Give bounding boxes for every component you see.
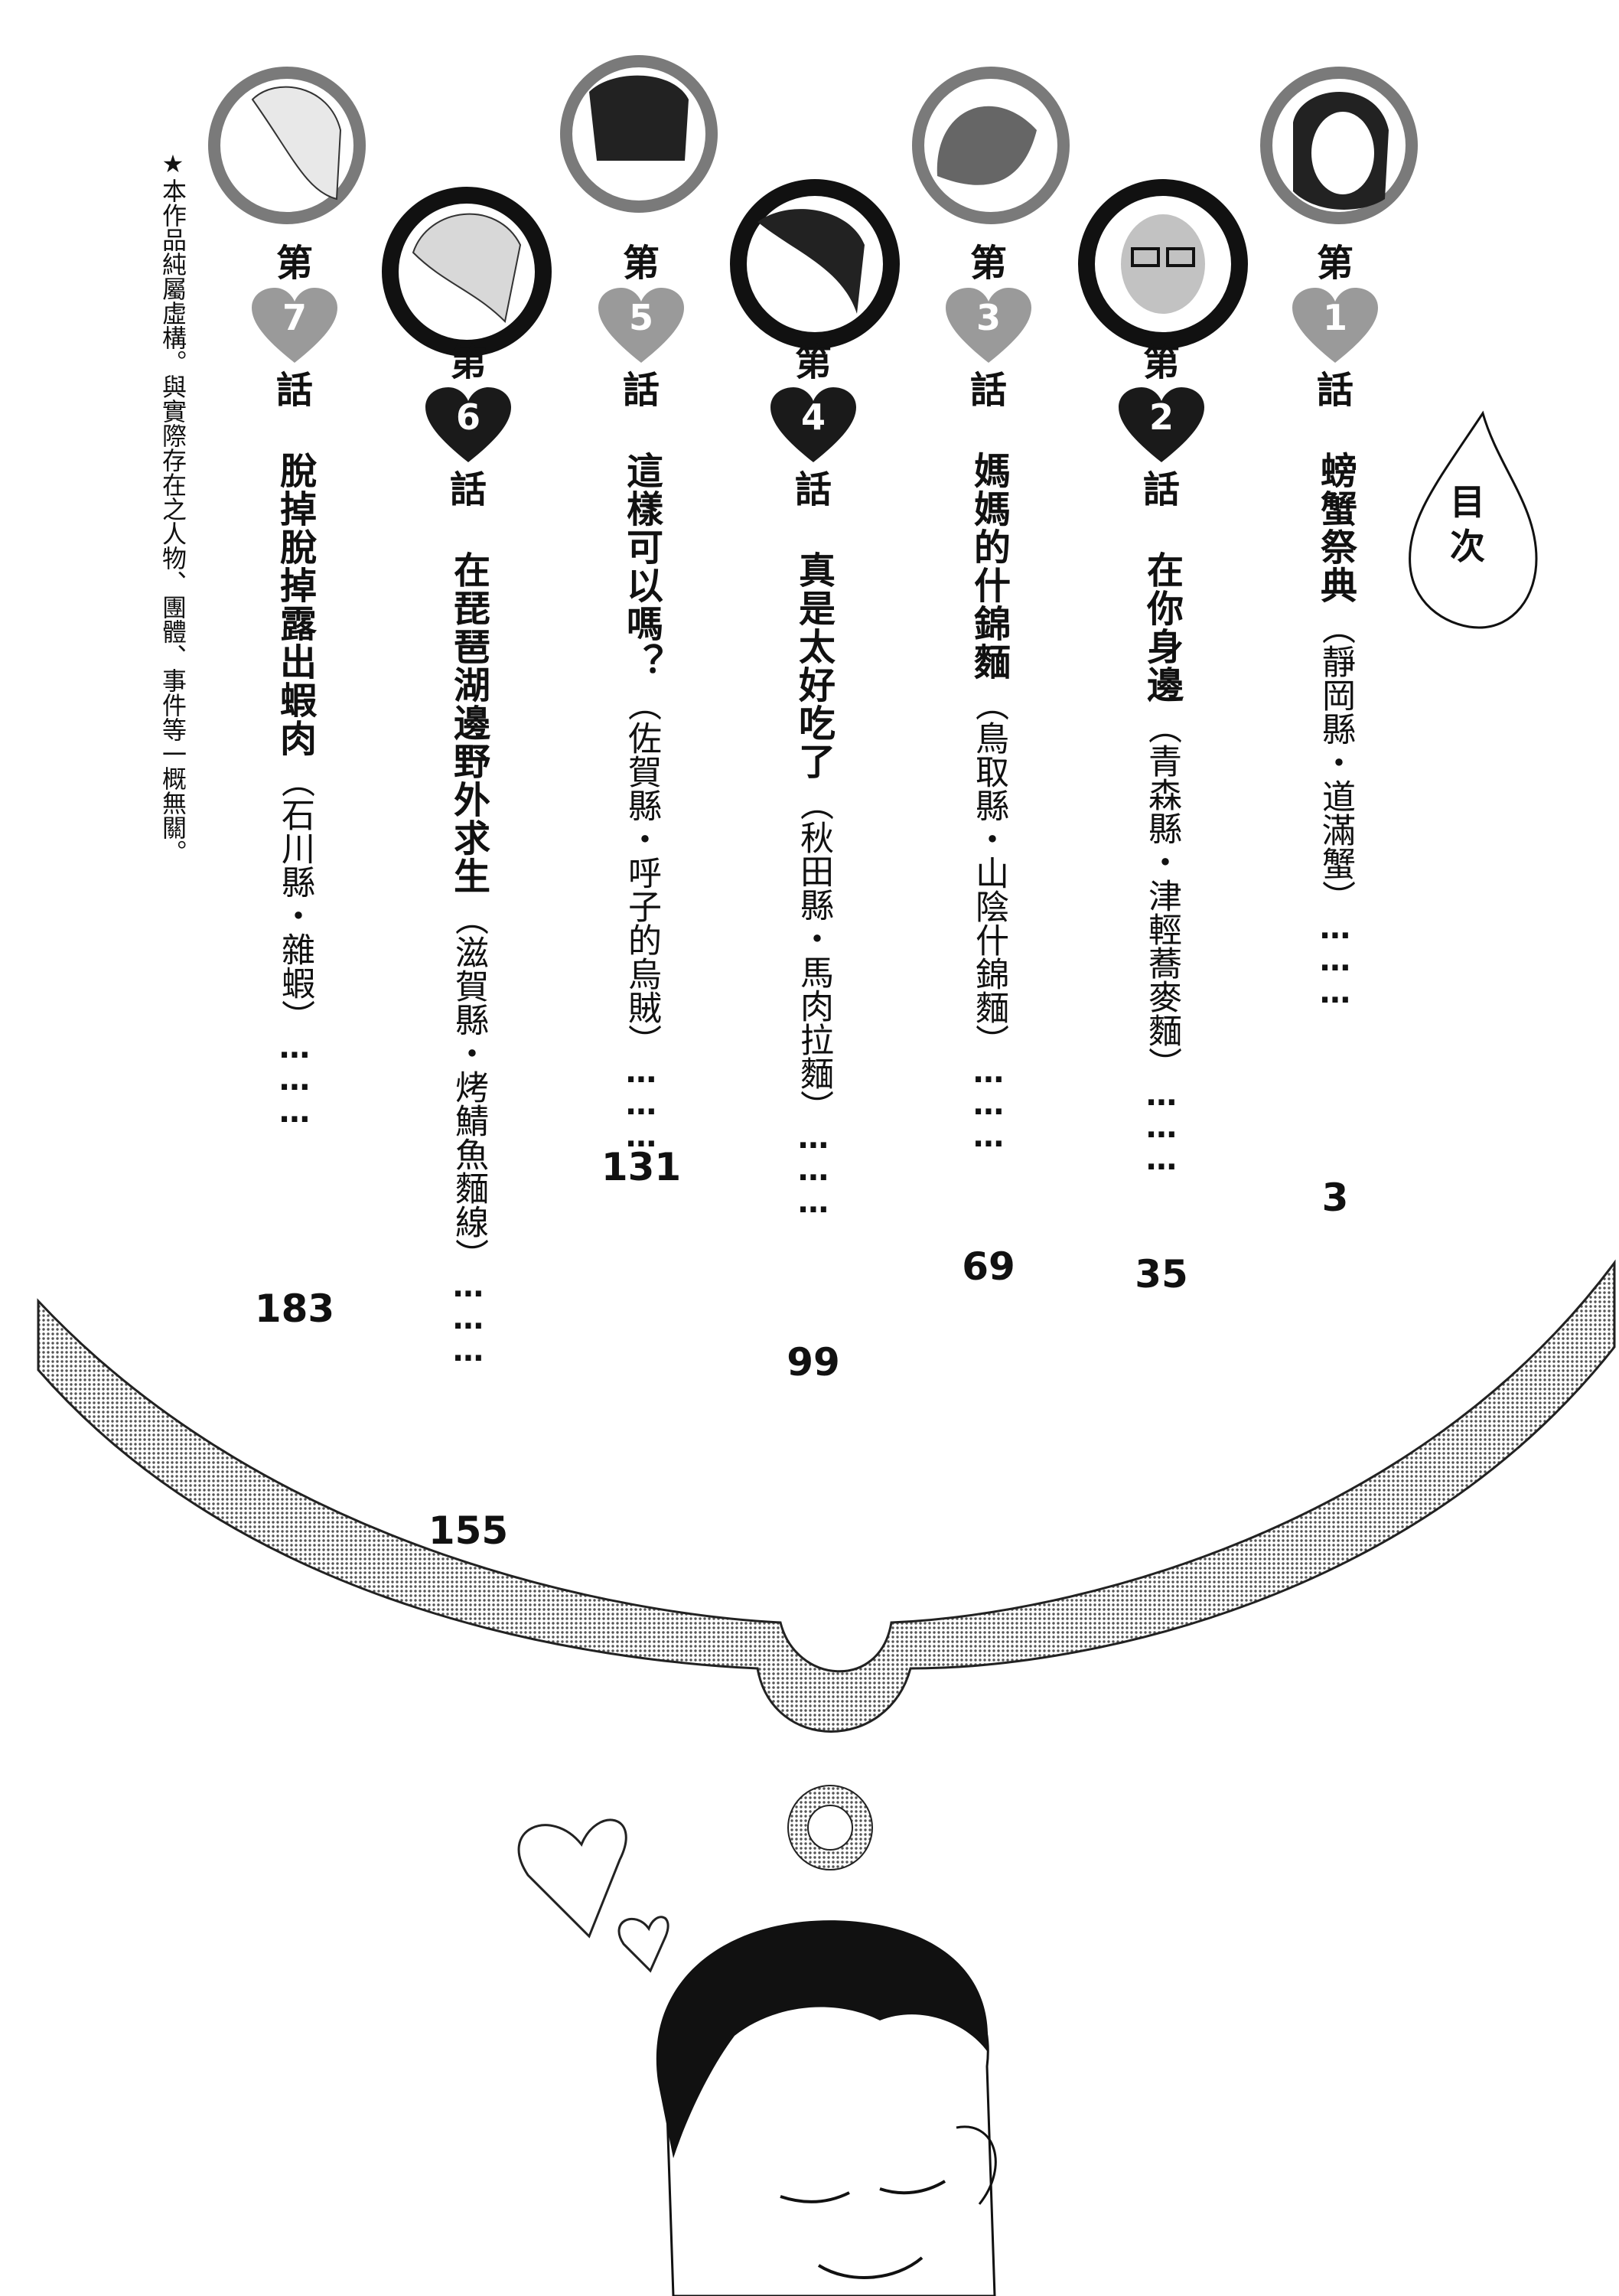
chapter-1-label: 第 1 話 <box>1289 245 1381 409</box>
chapter-prefix: 第 <box>1142 341 1180 384</box>
chapter-suffix: 話 <box>969 369 1007 412</box>
leader-dots: ⋯⋯⋯ <box>971 1062 1006 1159</box>
chapter-title: 這樣可以嗎？ <box>620 452 663 681</box>
thought-bubble-icon <box>37 1259 1616 1733</box>
portrait-icon <box>1078 179 1248 349</box>
chapter-prefix: 第 <box>275 242 313 285</box>
chapter-3-page: 69 <box>962 1244 1015 1289</box>
chapter-title: 螃蟹祭典 <box>1314 452 1357 605</box>
chapter-suffix: 話 <box>1316 369 1354 412</box>
chapter-7-label: 第 7 話 <box>249 245 340 409</box>
chapter-1-entry[interactable]: 螃蟹祭典 （靜岡縣・道滿蟹） ⋯⋯⋯ <box>1314 452 1357 1015</box>
portrait-icon <box>560 55 718 213</box>
chapter-subtitle: （佐賀縣・呼子的烏賊） <box>622 687 661 1058</box>
heart-number-icon: 5 <box>597 286 686 366</box>
heart-number-icon: 6 <box>424 386 513 465</box>
small-heart-icon <box>617 1916 669 1973</box>
portrait-icon <box>912 67 1070 224</box>
chapter-subtitle: （鳥取縣・山陰什錦麵） <box>969 687 1008 1058</box>
chapter-2-entry[interactable]: 在你身邊 （青森縣・津輕蕎麥麵） ⋯⋯⋯ <box>1140 551 1183 1182</box>
chapter-suffix: 話 <box>449 468 487 511</box>
leader-dots: ⋯⋯⋯ <box>1144 1085 1179 1182</box>
leader-dots: ⋯⋯⋯ <box>796 1128 831 1225</box>
chapter-prefix: 第 <box>969 242 1007 285</box>
bubble-circle-icon <box>788 1786 872 1870</box>
chapter-subtitle: （秋田縣・馬肉拉麵） <box>794 787 833 1124</box>
droplet-heading-icon <box>1409 410 1538 629</box>
small-heart-icon <box>517 1818 627 1939</box>
portraits <box>208 55 1418 357</box>
chapter-suffix: 話 <box>794 468 832 511</box>
leader-dots: ⋯⋯⋯ <box>624 1062 659 1159</box>
chapter-title: 真是太好吃了 <box>792 551 835 781</box>
chapter-7-page: 183 <box>254 1287 335 1331</box>
chapter-suffix: 話 <box>275 369 313 412</box>
leader-dots: ⋯⋯⋯ <box>277 1038 312 1134</box>
chapter-number: 7 <box>282 297 307 338</box>
chapter-title: 在你身邊 <box>1140 551 1183 704</box>
chapter-4-page: 99 <box>787 1340 840 1384</box>
leader-dots: ⋯⋯⋯ <box>451 1277 486 1373</box>
chapter-number: 4 <box>800 396 826 438</box>
portrait-icon <box>1260 67 1418 224</box>
chapter-number: 6 <box>455 396 480 438</box>
chapter-6-label: 第 6 話 <box>422 344 514 508</box>
chapter-4-label: 第 4 話 <box>767 344 859 508</box>
chapter-5-label: 第 5 話 <box>595 245 687 409</box>
chapter-number: 3 <box>976 297 1001 338</box>
chapter-prefix: 第 <box>449 341 487 384</box>
chapter-number: 1 <box>1322 297 1347 338</box>
heart-number-icon: 3 <box>944 286 1033 366</box>
toc-heading-bottom: 次 <box>1450 525 1485 567</box>
portrait-icon <box>382 187 552 357</box>
chapter-5-page: 131 <box>601 1145 682 1189</box>
toc-heading-top: 目 <box>1450 481 1485 523</box>
chapter-prefix: 第 <box>622 242 660 285</box>
chapter-title: 脫掉脫掉露出蝦肉 <box>273 452 316 758</box>
chapter-3-entry[interactable]: 媽媽的什錦麵 （鳥取縣・山陰什錦麵） ⋯⋯⋯ <box>967 452 1010 1159</box>
chapter-number: 2 <box>1148 396 1174 438</box>
chapter-subtitle: （靜岡縣・道滿蟹） <box>1316 611 1355 914</box>
chapter-prefix: 第 <box>794 341 832 384</box>
chapter-subtitle: （石川縣・雜蝦） <box>275 764 314 1033</box>
chapter-4-entry[interactable]: 真是太好吃了 （秋田縣・馬肉拉麵） ⋯⋯⋯ <box>792 551 835 1225</box>
dreaming-man-illustration <box>656 1920 997 2296</box>
disclaimer: ★本作品純屬虛構。與實際存在之人物、團體、事件等一概無關。 <box>158 149 187 864</box>
heart-number-icon: 1 <box>1291 286 1380 366</box>
portrait-icon <box>730 179 900 349</box>
chapter-6-entry[interactable]: 在琵琶湖邊野外求生 （滋賀縣・烤鯖魚麵線） ⋯⋯⋯ <box>447 551 490 1373</box>
chapter-suffix: 話 <box>1142 468 1180 511</box>
chapter-6-page: 155 <box>428 1508 509 1553</box>
chapter-title: 在琵琶湖邊野外求生 <box>447 551 490 895</box>
chapter-2-label: 第 2 話 <box>1116 344 1207 508</box>
chapter-1-page: 3 <box>1321 1176 1349 1220</box>
chapter-3-label: 第 3 話 <box>943 245 1034 409</box>
chapter-5-entry[interactable]: 這樣可以嗎？ （佐賀縣・呼子的烏賊） ⋯⋯⋯ <box>620 452 663 1159</box>
leader-dots: ⋯⋯⋯ <box>1318 918 1353 1015</box>
chapter-prefix: 第 <box>1316 242 1354 285</box>
heart-number-icon: 7 <box>250 286 339 366</box>
chapter-subtitle: （青森縣・津輕蕎麥麵） <box>1142 710 1181 1081</box>
toc-heading: 目 次 <box>1422 481 1513 569</box>
portrait-icon <box>208 67 366 224</box>
chapter-subtitle: （滋賀縣・烤鯖魚麵線） <box>449 902 488 1272</box>
chapter-7-entry[interactable]: 脫掉脫掉露出蝦肉 （石川縣・雜蝦） ⋯⋯⋯ <box>273 452 316 1134</box>
chapter-suffix: 話 <box>622 369 660 412</box>
heart-number-icon: 2 <box>1117 386 1206 465</box>
chapter-title: 媽媽的什錦麵 <box>967 452 1010 681</box>
chapter-2-page: 35 <box>1135 1252 1188 1296</box>
heart-number-icon: 4 <box>769 386 858 465</box>
chapter-number: 5 <box>628 297 653 338</box>
